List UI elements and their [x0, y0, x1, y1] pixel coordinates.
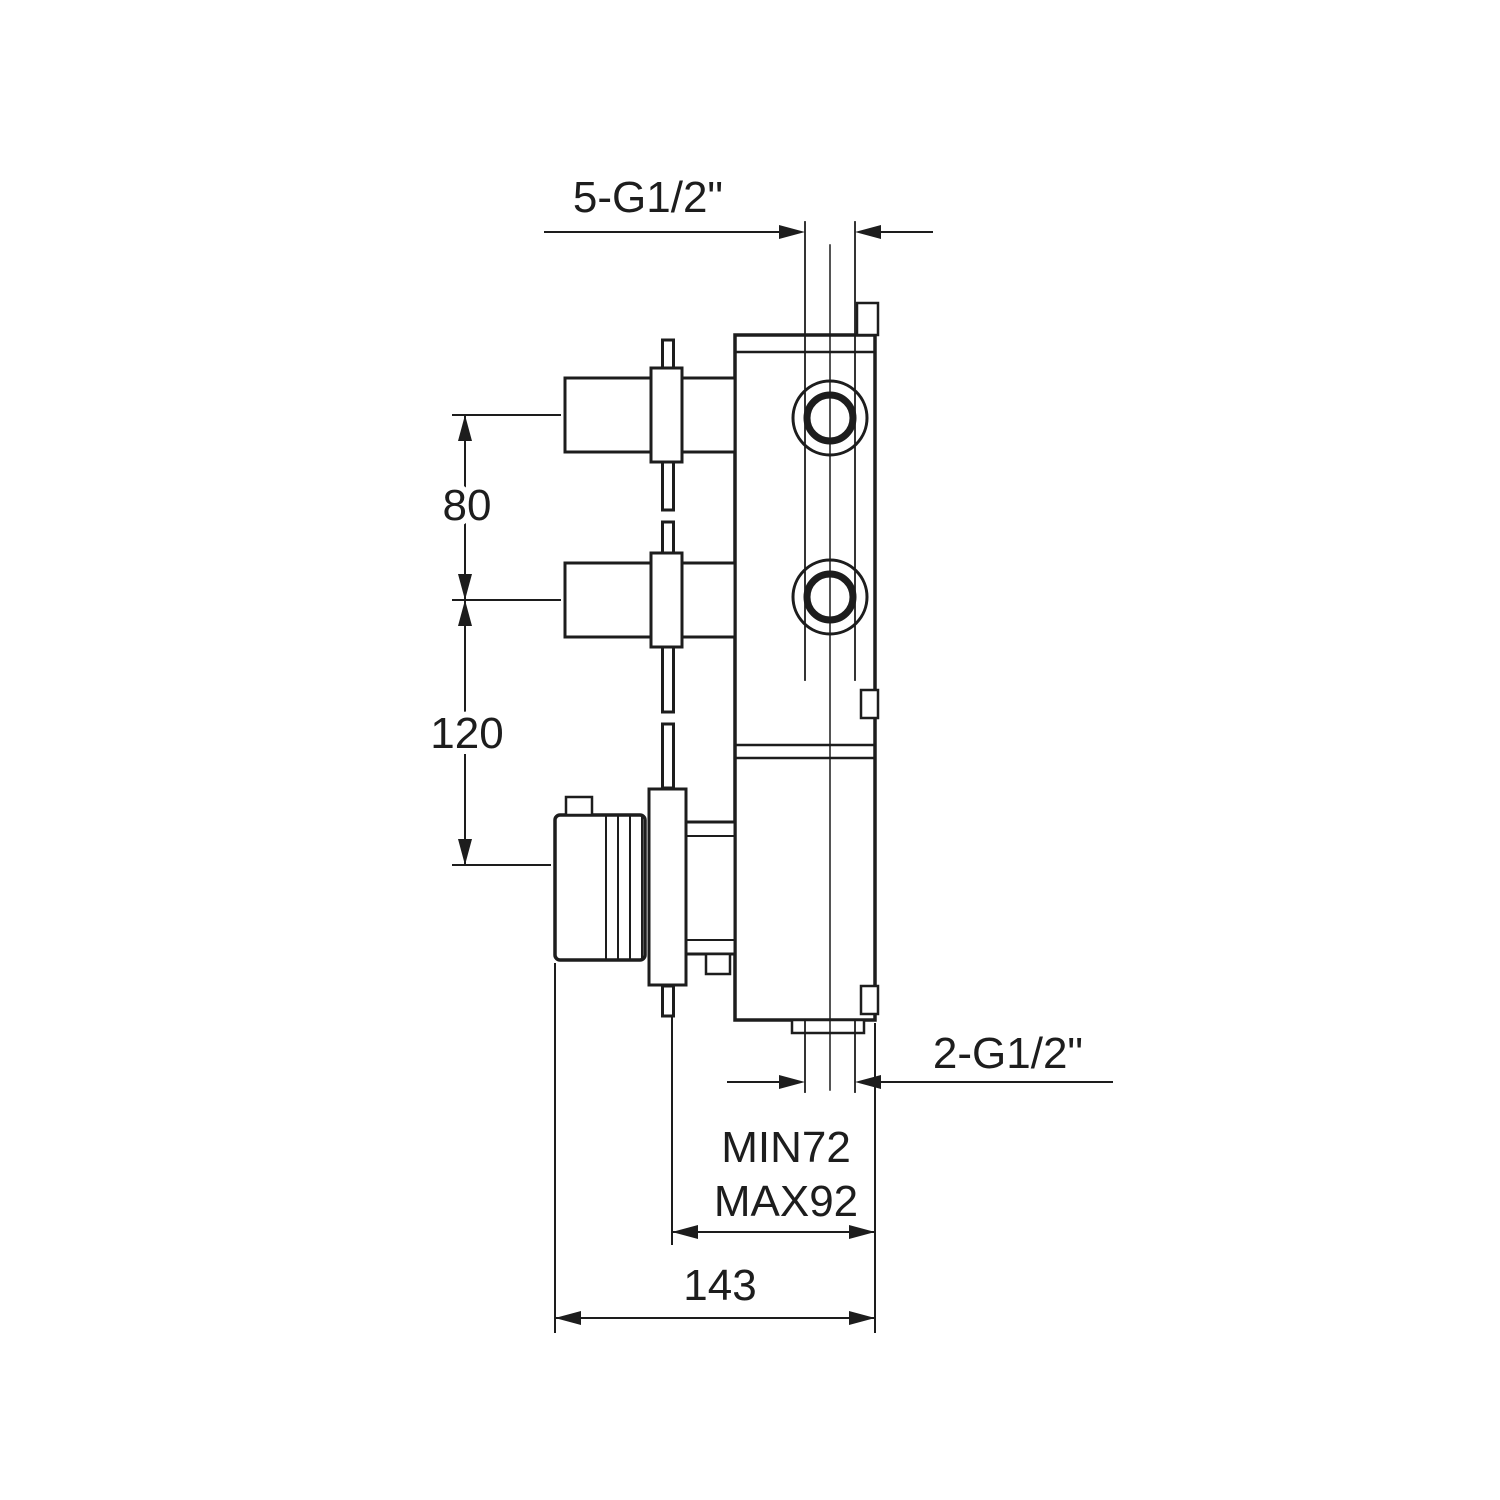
control-handle: [553, 787, 737, 987]
port-middle-flange: [649, 551, 684, 649]
body-bottom-tab: [859, 984, 880, 1016]
dim-label-bottom-thread: 2-G1/2": [933, 1029, 1083, 1078]
inlet-port-middle: [563, 551, 737, 649]
cartridge-detail: [704, 952, 732, 976]
handle-neck: [684, 820, 737, 956]
body-top-tab: [855, 301, 880, 337]
drawing-root: 5-G1/2" 80 120 2-G1/2" MIN72 MAX92 143: [424, 167, 1113, 1333]
dim-label-depth-min: MIN72: [721, 1123, 851, 1172]
dim-label-overall-depth: 143: [683, 1261, 756, 1310]
outlet-circles: [791, 379, 869, 636]
dim-label-spacing-120: 120: [430, 709, 503, 758]
dim-label-top-thread: 5-G1/2": [573, 173, 723, 222]
dim-label-depth-max: MAX92: [714, 1177, 858, 1226]
handle-button: [564, 795, 594, 817]
handle-escutcheon: [647, 787, 688, 987]
dimension-labels: 5-G1/2" 80 120 2-G1/2" MIN72 MAX92 143: [424, 167, 1089, 1316]
bottom-outlet-port: [790, 1018, 866, 1035]
port-top-flange: [649, 366, 684, 464]
inlet-port-top: [563, 366, 737, 464]
body-mid-tab: [859, 688, 880, 720]
dim-label-spacing-80: 80: [443, 481, 492, 530]
port-guide-lines: [804, 221, 856, 1093]
dimension-lines: [452, 225, 1113, 1333]
handle-grip: [553, 813, 647, 962]
